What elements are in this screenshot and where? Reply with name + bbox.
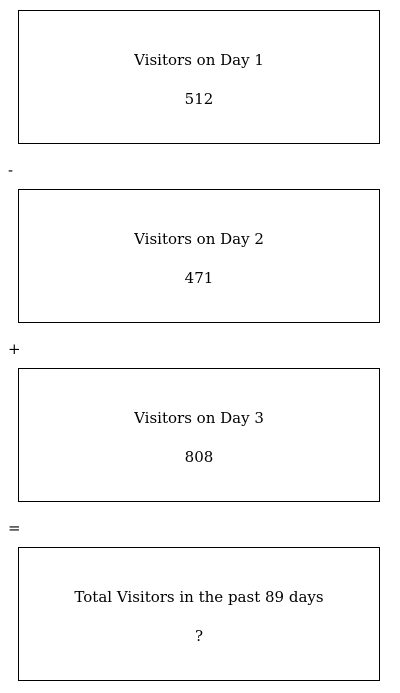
total-label: Total Visitors in the past 89 days — [74, 588, 324, 606]
plus-operator: + — [8, 340, 21, 358]
total-value: ? — [194, 627, 204, 645]
total-card: Total Visitors in the past 89 days ? — [18, 547, 380, 681]
day2-value: 471 — [184, 269, 214, 287]
day1-value: 512 — [184, 90, 214, 108]
day1-label: Visitors on Day 1 — [134, 51, 264, 69]
day3-value: 808 — [184, 448, 214, 466]
day2-label: Visitors on Day 2 — [134, 230, 264, 248]
minus-operator: - — [8, 161, 14, 179]
equals-operator: = — [8, 519, 21, 537]
day1-card: Visitors on Day 1 512 — [18, 10, 380, 144]
day3-label: Visitors on Day 3 — [134, 409, 264, 427]
day2-card: Visitors on Day 2 471 — [18, 189, 380, 323]
day3-card: Visitors on Day 3 808 — [18, 368, 380, 502]
